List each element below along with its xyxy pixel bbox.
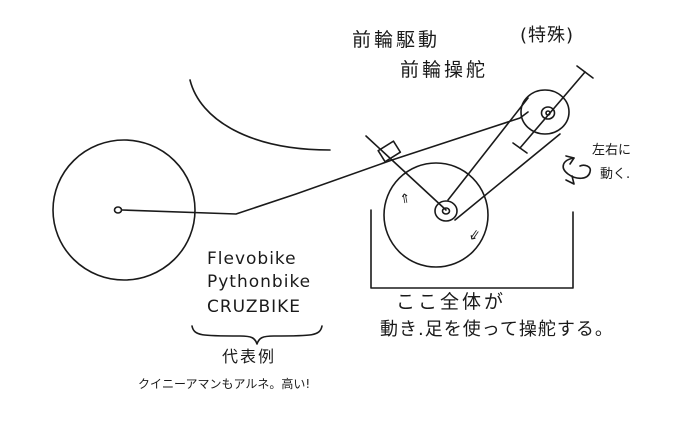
crank-axle-outer <box>540 106 556 120</box>
boom-lower <box>454 133 561 221</box>
example-item-3: CRUZBIKE <box>207 297 302 317</box>
pedal-top <box>576 65 594 79</box>
chainring <box>520 89 570 135</box>
front-hub-inner <box>441 207 451 215</box>
rear-hub <box>113 206 123 214</box>
crank-arm <box>519 71 586 149</box>
motion-note-line-1: 左右に <box>592 143 632 158</box>
front-hub-outer <box>434 200 458 222</box>
examples-label: 代表例 <box>222 347 277 366</box>
rear-wheel <box>52 139 196 281</box>
steering-pivot <box>377 140 402 163</box>
title-line-1: 前輪駆動 <box>352 29 441 51</box>
pedal-bottom <box>512 142 528 154</box>
steering-note-line-1: ここ全体が <box>396 291 507 313</box>
seat-back <box>189 79 331 151</box>
front-wheel <box>383 162 489 268</box>
examples-brace <box>191 325 323 345</box>
up-arrow-icon: ⇑ <box>398 191 412 208</box>
sway-arrow <box>562 157 592 180</box>
rear-frame-line <box>121 159 393 215</box>
sway-arrow-top-head <box>565 155 575 165</box>
title-line-2: 前輪操舵 <box>400 59 489 81</box>
examples-note: クイニーアマンもアルネ。高い! <box>138 377 311 391</box>
sway-arrow-head <box>565 175 575 185</box>
upper-frame-line <box>391 111 529 161</box>
steering-bracket <box>370 209 574 289</box>
title-line-1-suffix: (特殊) <box>520 25 575 46</box>
boom-upper <box>447 97 529 201</box>
example-item-2: Pythonbike <box>207 272 312 292</box>
steering-note-line-2: 動き.足を使って操舵する。 <box>380 319 614 340</box>
motion-note-line-2: 動く. <box>600 167 631 182</box>
example-item-1: Flevobike <box>207 249 297 269</box>
